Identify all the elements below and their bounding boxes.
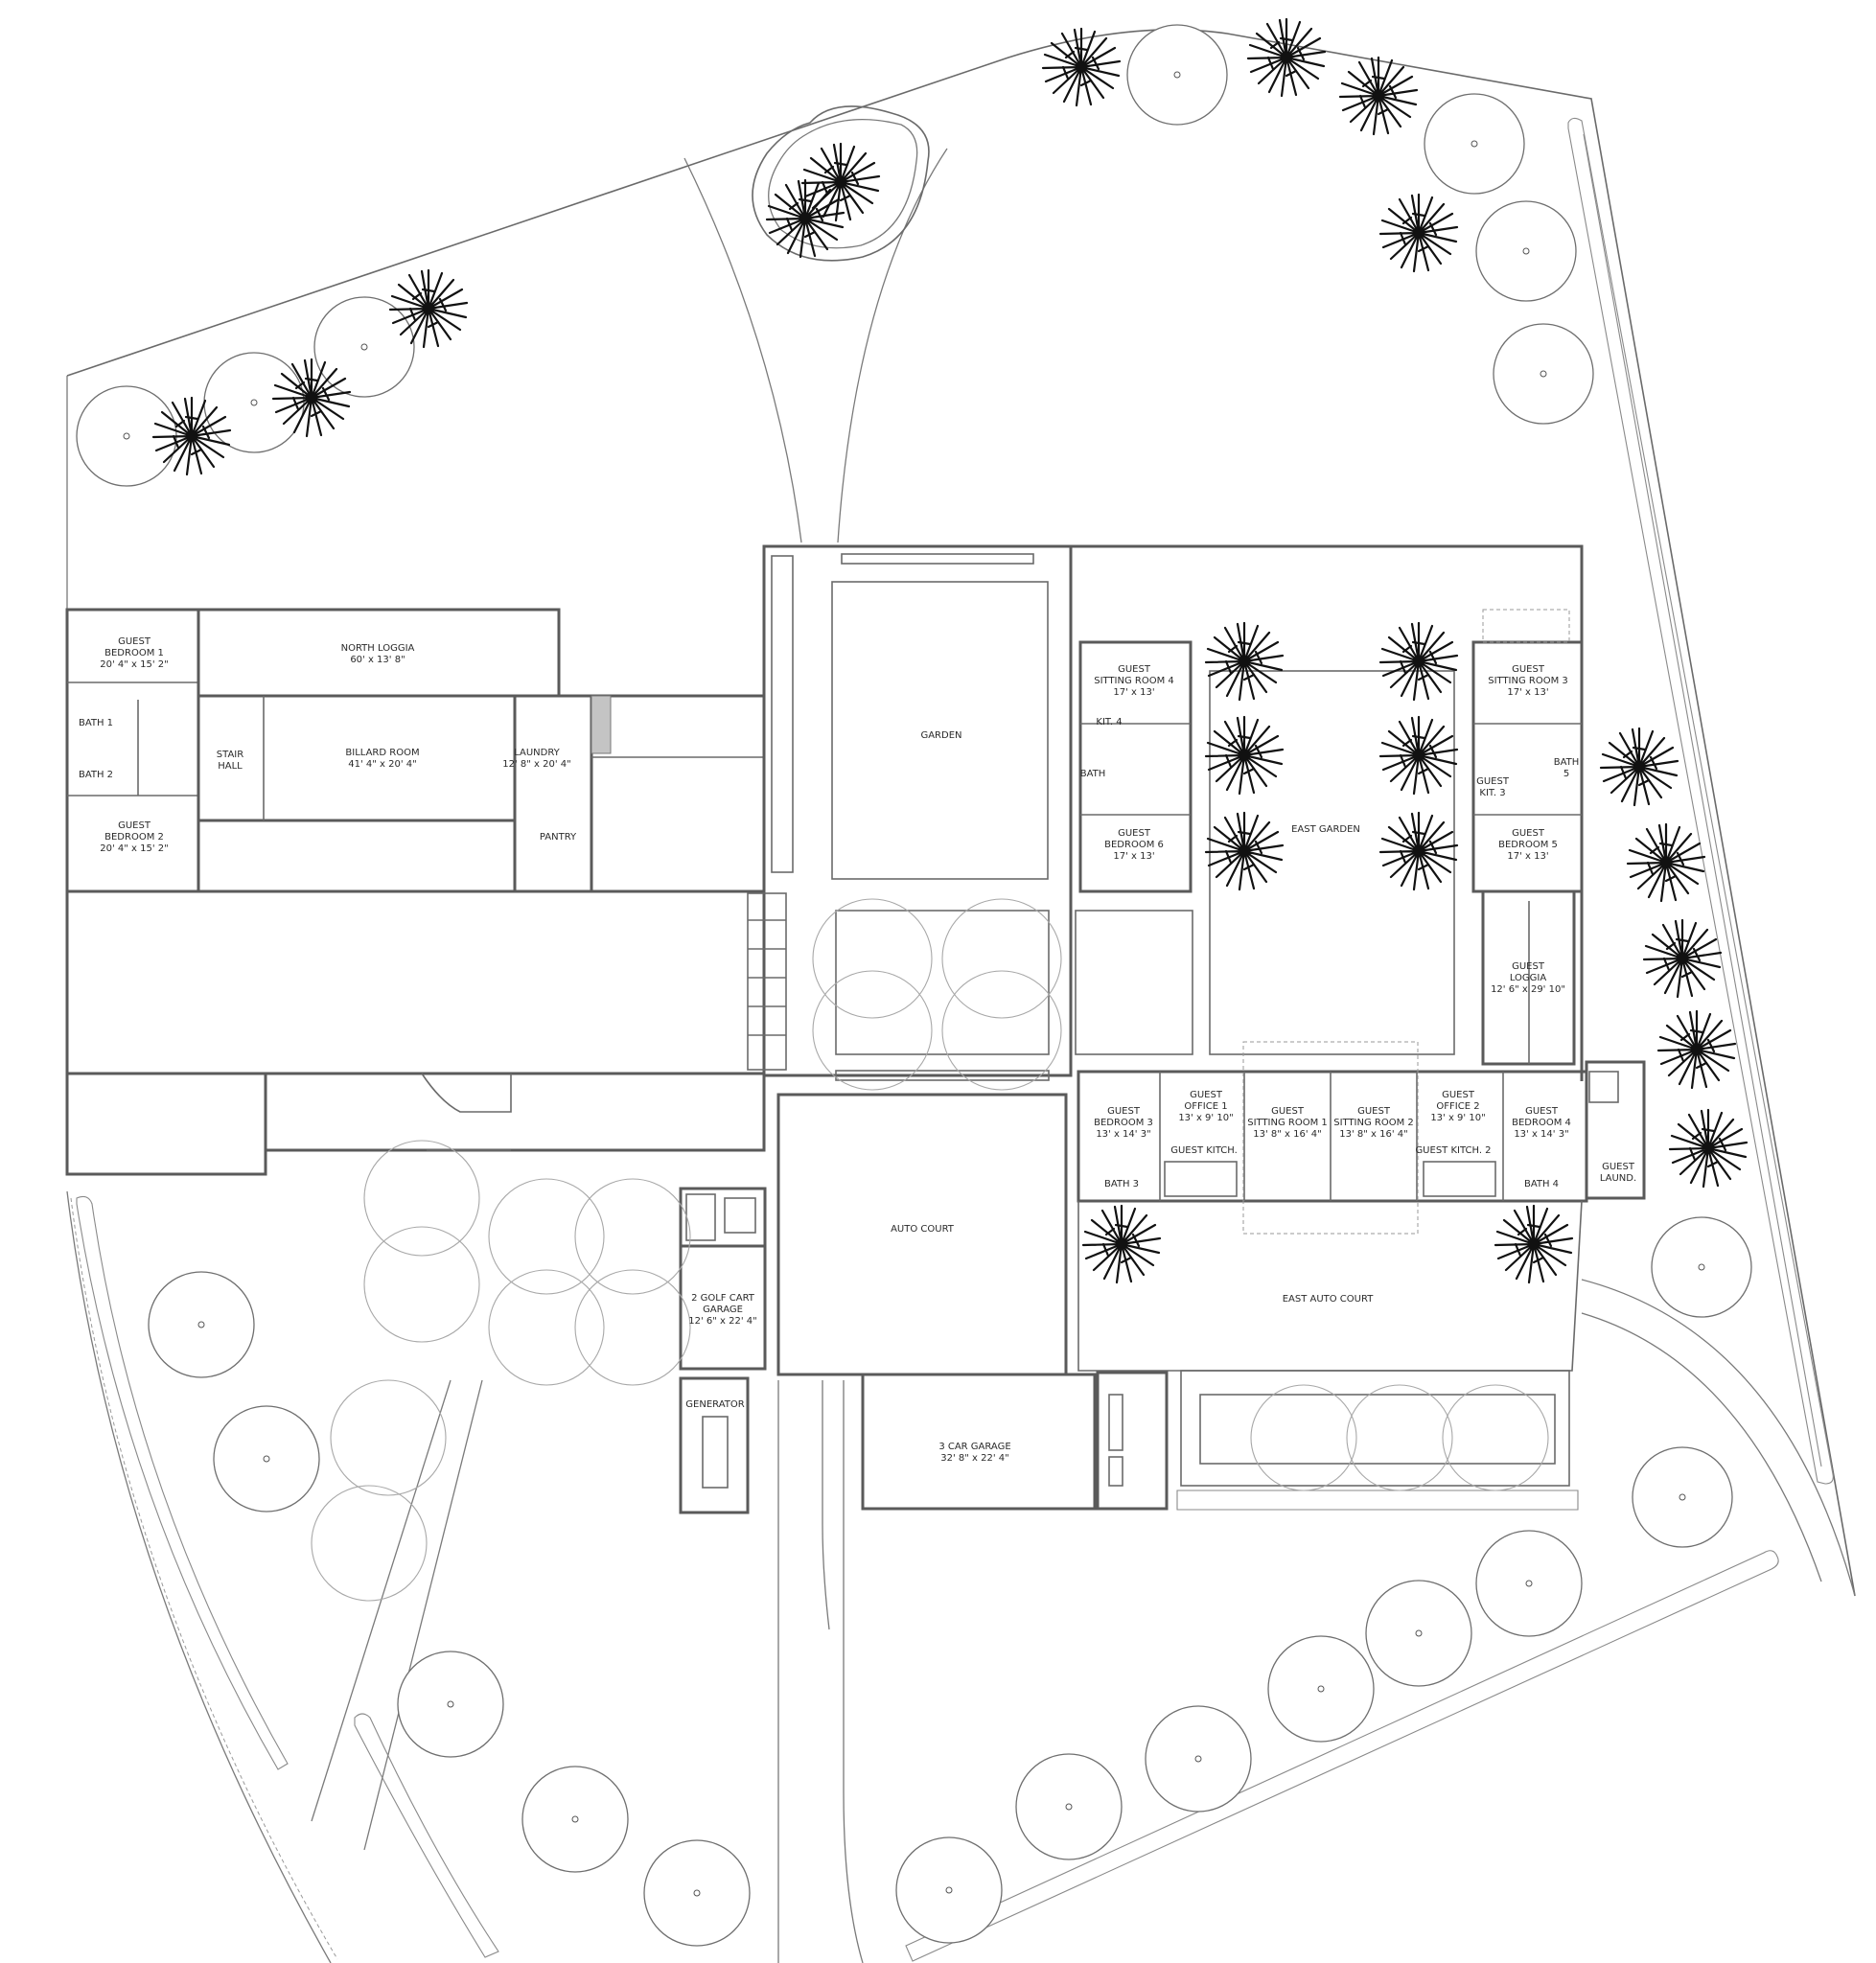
label-garden: GARDEN: [920, 730, 961, 741]
southwest-hedge: [76, 1195, 499, 1958]
label-auto-court: AUTO COURT: [891, 1224, 955, 1235]
east-hedge: [1567, 117, 1834, 1485]
north-drive: [683, 105, 948, 543]
label-pantry: PANTRY: [540, 832, 577, 843]
label-bath-6: BATH: [1080, 769, 1106, 779]
label-east-garden: EAST GARDEN: [1291, 824, 1360, 835]
label-guest-kitch-1: GUEST KITCH.: [1170, 1145, 1238, 1156]
garages: [679, 1187, 1169, 1514]
label-bath-4: BATH 4: [1524, 1179, 1559, 1189]
east-compound: [1071, 544, 1646, 1235]
site-boundary: [66, 29, 1856, 1963]
canopy-tree-icon: [76, 24, 1752, 1947]
central-garden-court: [747, 544, 1073, 1376]
label-guest-kitch-2: GUEST KITCH. 2: [1415, 1145, 1491, 1156]
west-wing: [65, 608, 766, 1176]
south-drive: [311, 1279, 1856, 1963]
label-generator: GENERATOR: [685, 1399, 744, 1410]
shade-tree-canopies: [311, 898, 1549, 1602]
southeast-hedge: [905, 1550, 1779, 1962]
label-bath-1: BATH 1: [79, 718, 113, 728]
label-east-auto-court: EAST AUTO COURT: [1283, 1294, 1375, 1305]
label-bath-3: BATH 3: [1104, 1179, 1139, 1189]
label-kit-4: KIT. 4: [1096, 717, 1122, 727]
label-bath-2: BATH 2: [79, 770, 113, 780]
east-auto-court-area: [1077, 1200, 1583, 1511]
